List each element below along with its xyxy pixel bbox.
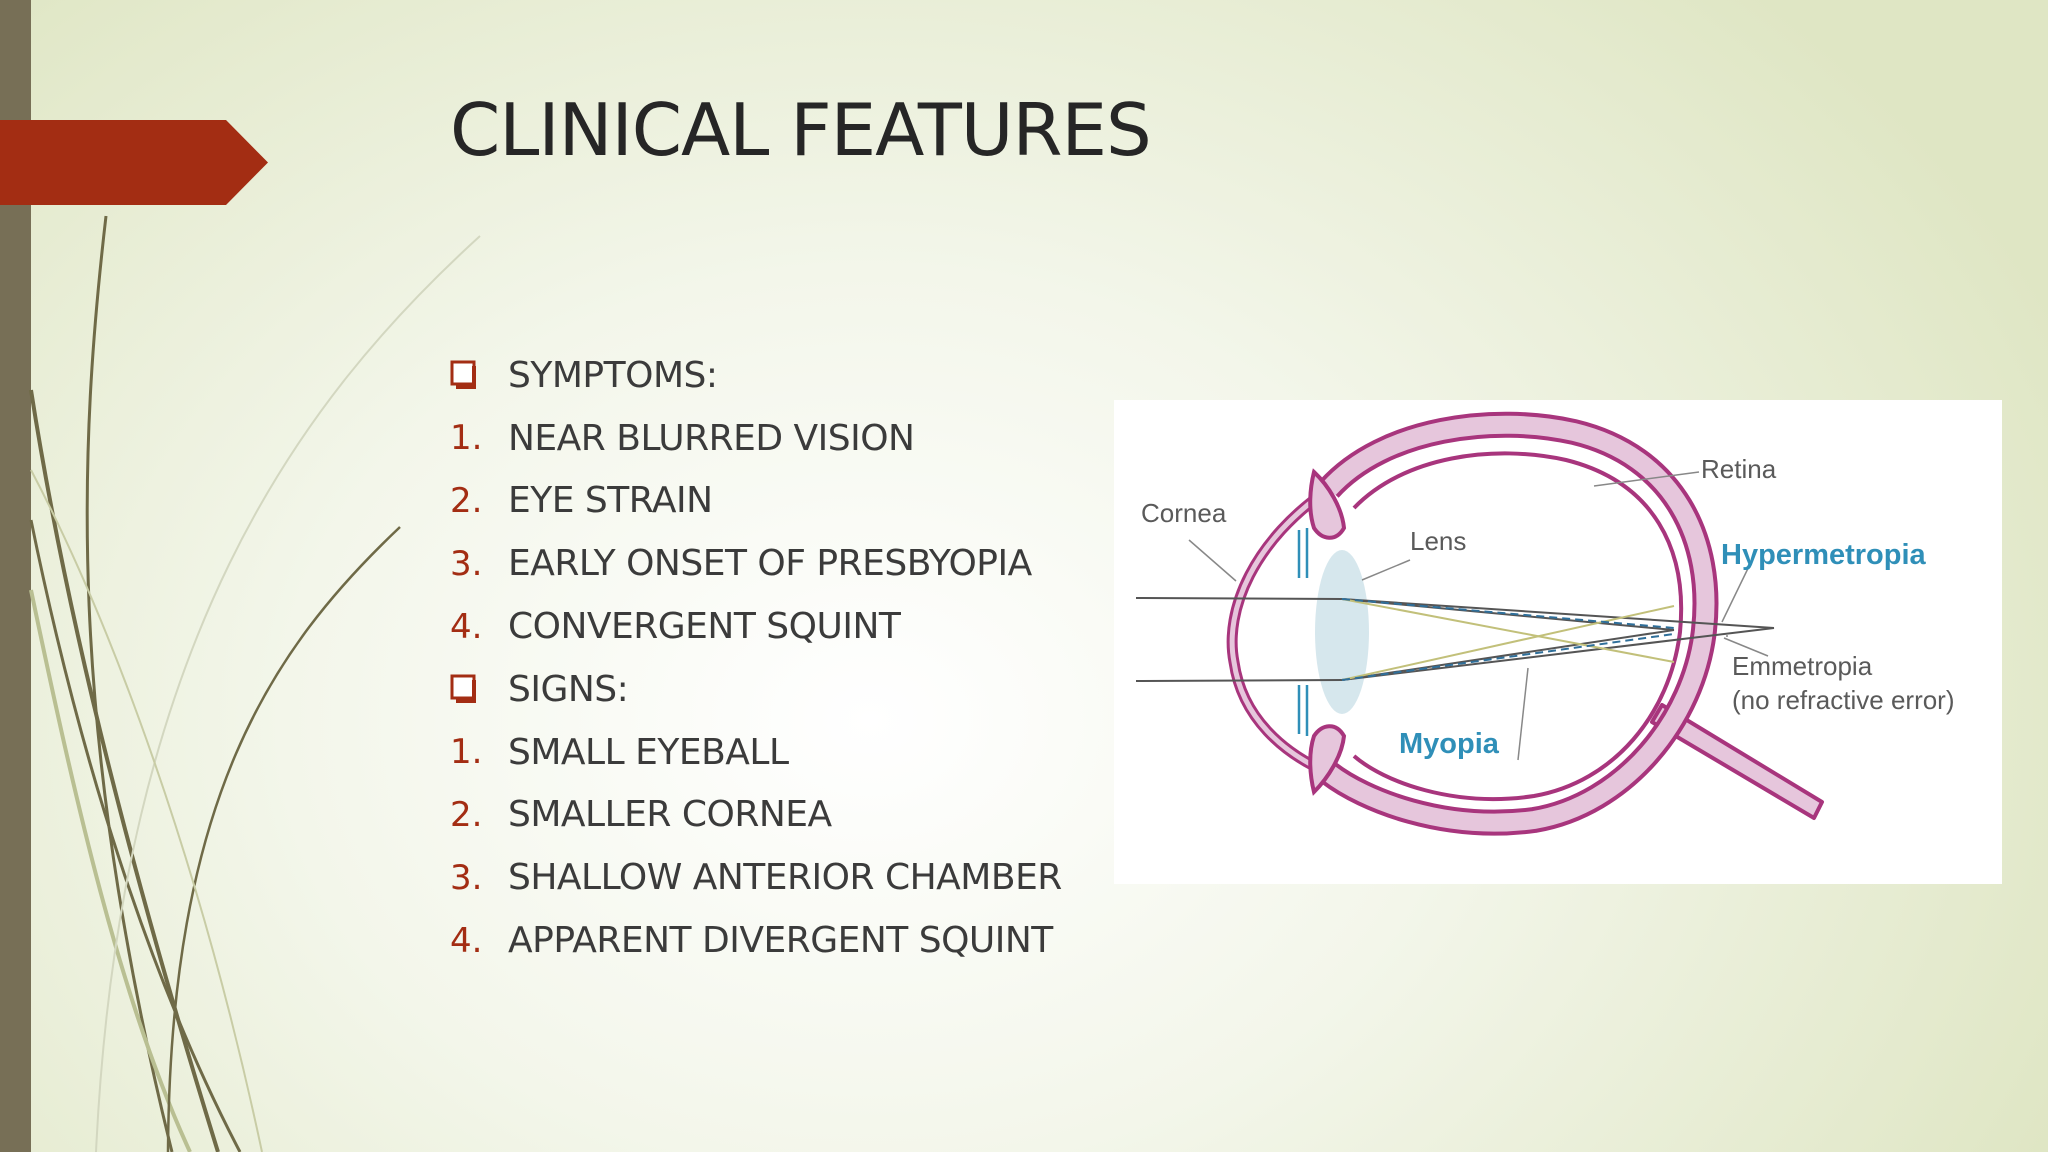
list-number: 2.	[450, 480, 483, 521]
list-item: 1. NEAR BLURRED VISION	[450, 407, 1090, 470]
cornea-label: Cornea	[1141, 498, 1227, 528]
list-item-label: SMALLER CORNEA	[508, 794, 832, 836]
hypermetropia-label: Hypermetropia	[1721, 539, 1926, 571]
list-item-label: EYE STRAIN	[508, 480, 713, 522]
eye-refraction-diagram: Cornea Lens Retina Hypermetropia Emmetro…	[1114, 400, 2002, 884]
list-number: 3.	[450, 857, 483, 898]
decorative-curves	[29, 215, 481, 1152]
list-item: 4. CONVERGENT SQUINT	[450, 595, 1090, 658]
list-item-label: EARLY ONSET OF PRESBYOPIA	[508, 543, 1032, 585]
list-item: 3. EARLY ONSET OF PRESBYOPIA	[450, 532, 1090, 595]
list-item-label: CONVERGENT SQUINT	[508, 606, 901, 648]
list-item: 1. SMALL EYEBALL	[450, 721, 1090, 784]
list-number: 3.	[450, 543, 483, 584]
section-heading-symptoms: SYMPTOMS:	[450, 344, 1090, 407]
title-banner-arrow	[0, 120, 268, 205]
emmetropia-note: (no refractive error)	[1732, 685, 1955, 715]
myopia-label: Myopia	[1399, 728, 1499, 760]
list-number: 1.	[450, 732, 483, 773]
list-number: 4.	[450, 920, 483, 961]
retina-label: Retina	[1701, 454, 1777, 484]
list-number: 4.	[450, 606, 483, 647]
list-item: 2. SMALLER CORNEA	[450, 784, 1090, 847]
eyeball-illustration	[1135, 411, 1824, 836]
feature-list: SYMPTOMS: 1. NEAR BLURRED VISION 2. EYE …	[450, 344, 1090, 972]
list-item-label: SYMPTOMS:	[508, 354, 718, 396]
lens-label: Lens	[1410, 526, 1467, 556]
list-item: 2. EYE STRAIN	[450, 470, 1090, 533]
list-number: 1.	[450, 418, 483, 459]
list-item-label: SHALLOW ANTERIOR CHAMBER	[508, 857, 1062, 899]
checkbox-square-icon	[450, 674, 508, 704]
slide-title: CLINICAL FEATURES	[450, 88, 1152, 172]
list-number: 2.	[450, 794, 483, 835]
list-item: 3. SHALLOW ANTERIOR CHAMBER	[450, 846, 1090, 909]
list-item-label: APPARENT DIVERGENT SQUINT	[508, 920, 1053, 962]
emmetropia-label: Emmetropia	[1732, 651, 1873, 681]
section-heading-signs: SIGNS:	[450, 658, 1090, 721]
checkbox-square-icon	[450, 360, 508, 390]
list-item-label: SMALL EYEBALL	[508, 731, 789, 773]
list-item-label: NEAR BLURRED VISION	[508, 417, 915, 459]
list-item-label: SIGNS:	[508, 668, 629, 710]
list-item: 4. APPARENT DIVERGENT SQUINT	[450, 909, 1090, 972]
